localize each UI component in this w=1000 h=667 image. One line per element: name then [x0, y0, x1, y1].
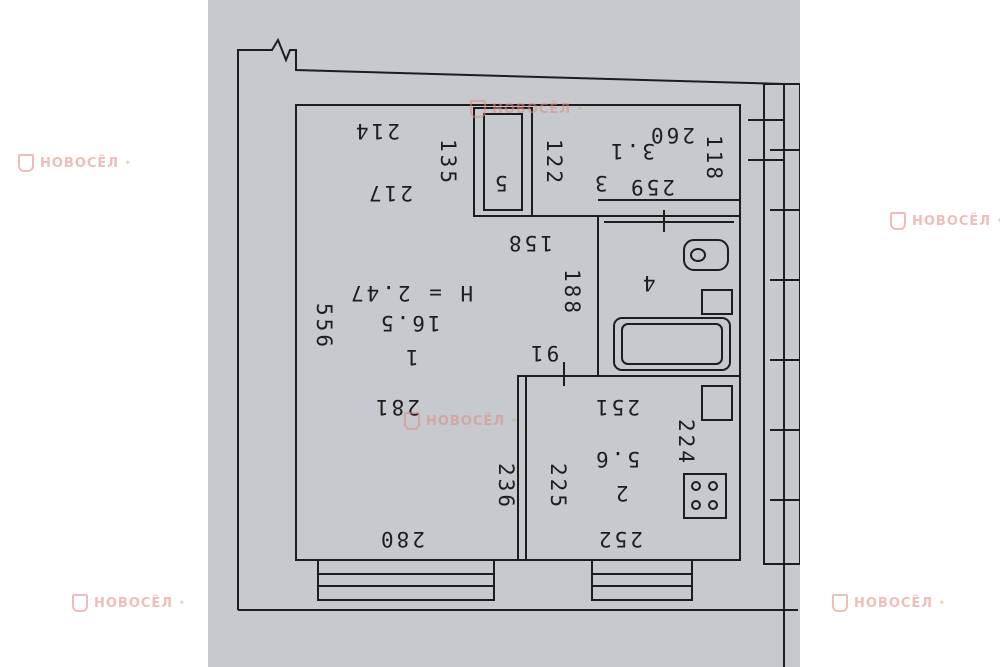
room-5-closet-inner	[483, 113, 523, 211]
brand-mark-icon	[404, 412, 420, 430]
dimension-260: 260	[648, 123, 695, 147]
outer-wall-outline	[237, 37, 785, 667]
dimension-236: 236	[493, 463, 518, 510]
watermark-top-center: НОВОСЁЛ ✶	[470, 100, 583, 118]
watermark-bottom-left: НОВОСЁЛ ✶	[72, 594, 185, 612]
room-1-number: 1	[403, 345, 419, 369]
kitchen-sink-icon	[701, 385, 733, 421]
dimension-188: 188	[559, 269, 584, 316]
floor-plan-drawing	[237, 37, 800, 667]
dimension-135: 135	[435, 139, 460, 186]
dimension-118: 118	[701, 135, 726, 182]
brand-mark-icon	[72, 594, 88, 612]
dimension-224: 224	[673, 419, 698, 466]
dimension-280: 280	[378, 527, 425, 551]
room-1-area: 16.5	[378, 311, 441, 335]
dimension-259: 259	[628, 175, 675, 199]
room-2-area: 5.6	[593, 447, 640, 471]
award-icon: ✶	[125, 158, 131, 168]
watermark-left: НОВОСЁЛ ✶	[18, 154, 131, 172]
dimension-214: 214	[353, 119, 400, 143]
stove-icon	[683, 473, 727, 519]
room-5-closet	[473, 107, 533, 217]
floor-plan-sheet: H = 2.47 16.5 1 5.6 2 3.1 3 4 5 214 260 …	[208, 0, 800, 667]
dimension-91: 91	[528, 341, 560, 365]
award-icon: ✶	[939, 598, 945, 608]
room-3-number: 3	[592, 171, 608, 195]
room-4-number: 4	[640, 271, 656, 295]
stairwell-outline	[763, 83, 800, 565]
dimension-122: 122	[541, 139, 566, 186]
toilet-icon	[683, 239, 729, 271]
room-1-height: H = 2.47	[348, 281, 474, 305]
dimension-225: 225	[545, 463, 570, 510]
room-5-number: 5	[492, 171, 508, 195]
room-2-number: 2	[613, 481, 629, 505]
dimension-251: 251	[593, 395, 640, 419]
award-icon: ✶	[997, 216, 1000, 226]
brand-mark-icon	[890, 212, 906, 230]
brand-mark-icon	[18, 154, 34, 172]
watermark-right: НОВОСЁЛ ✶	[890, 212, 1000, 230]
window-room-2	[591, 559, 693, 601]
brand-mark-icon	[470, 100, 486, 118]
award-icon: ✶	[577, 104, 583, 114]
award-icon: ✶	[511, 416, 517, 426]
award-icon: ✶	[179, 598, 185, 608]
bathroom-sink-icon	[701, 289, 733, 315]
dimension-158: 158	[506, 231, 553, 255]
watermark-bottom-right: НОВОСЁЛ ✶	[832, 594, 945, 612]
dimension-217: 217	[366, 181, 413, 205]
watermark-center: НОВОСЁЛ ✶	[404, 412, 517, 430]
dimension-556: 556	[311, 303, 336, 350]
bathtub-icon	[613, 317, 731, 371]
window-room-1	[317, 559, 495, 601]
brand-mark-icon	[832, 594, 848, 612]
dimension-252: 252	[596, 527, 643, 551]
